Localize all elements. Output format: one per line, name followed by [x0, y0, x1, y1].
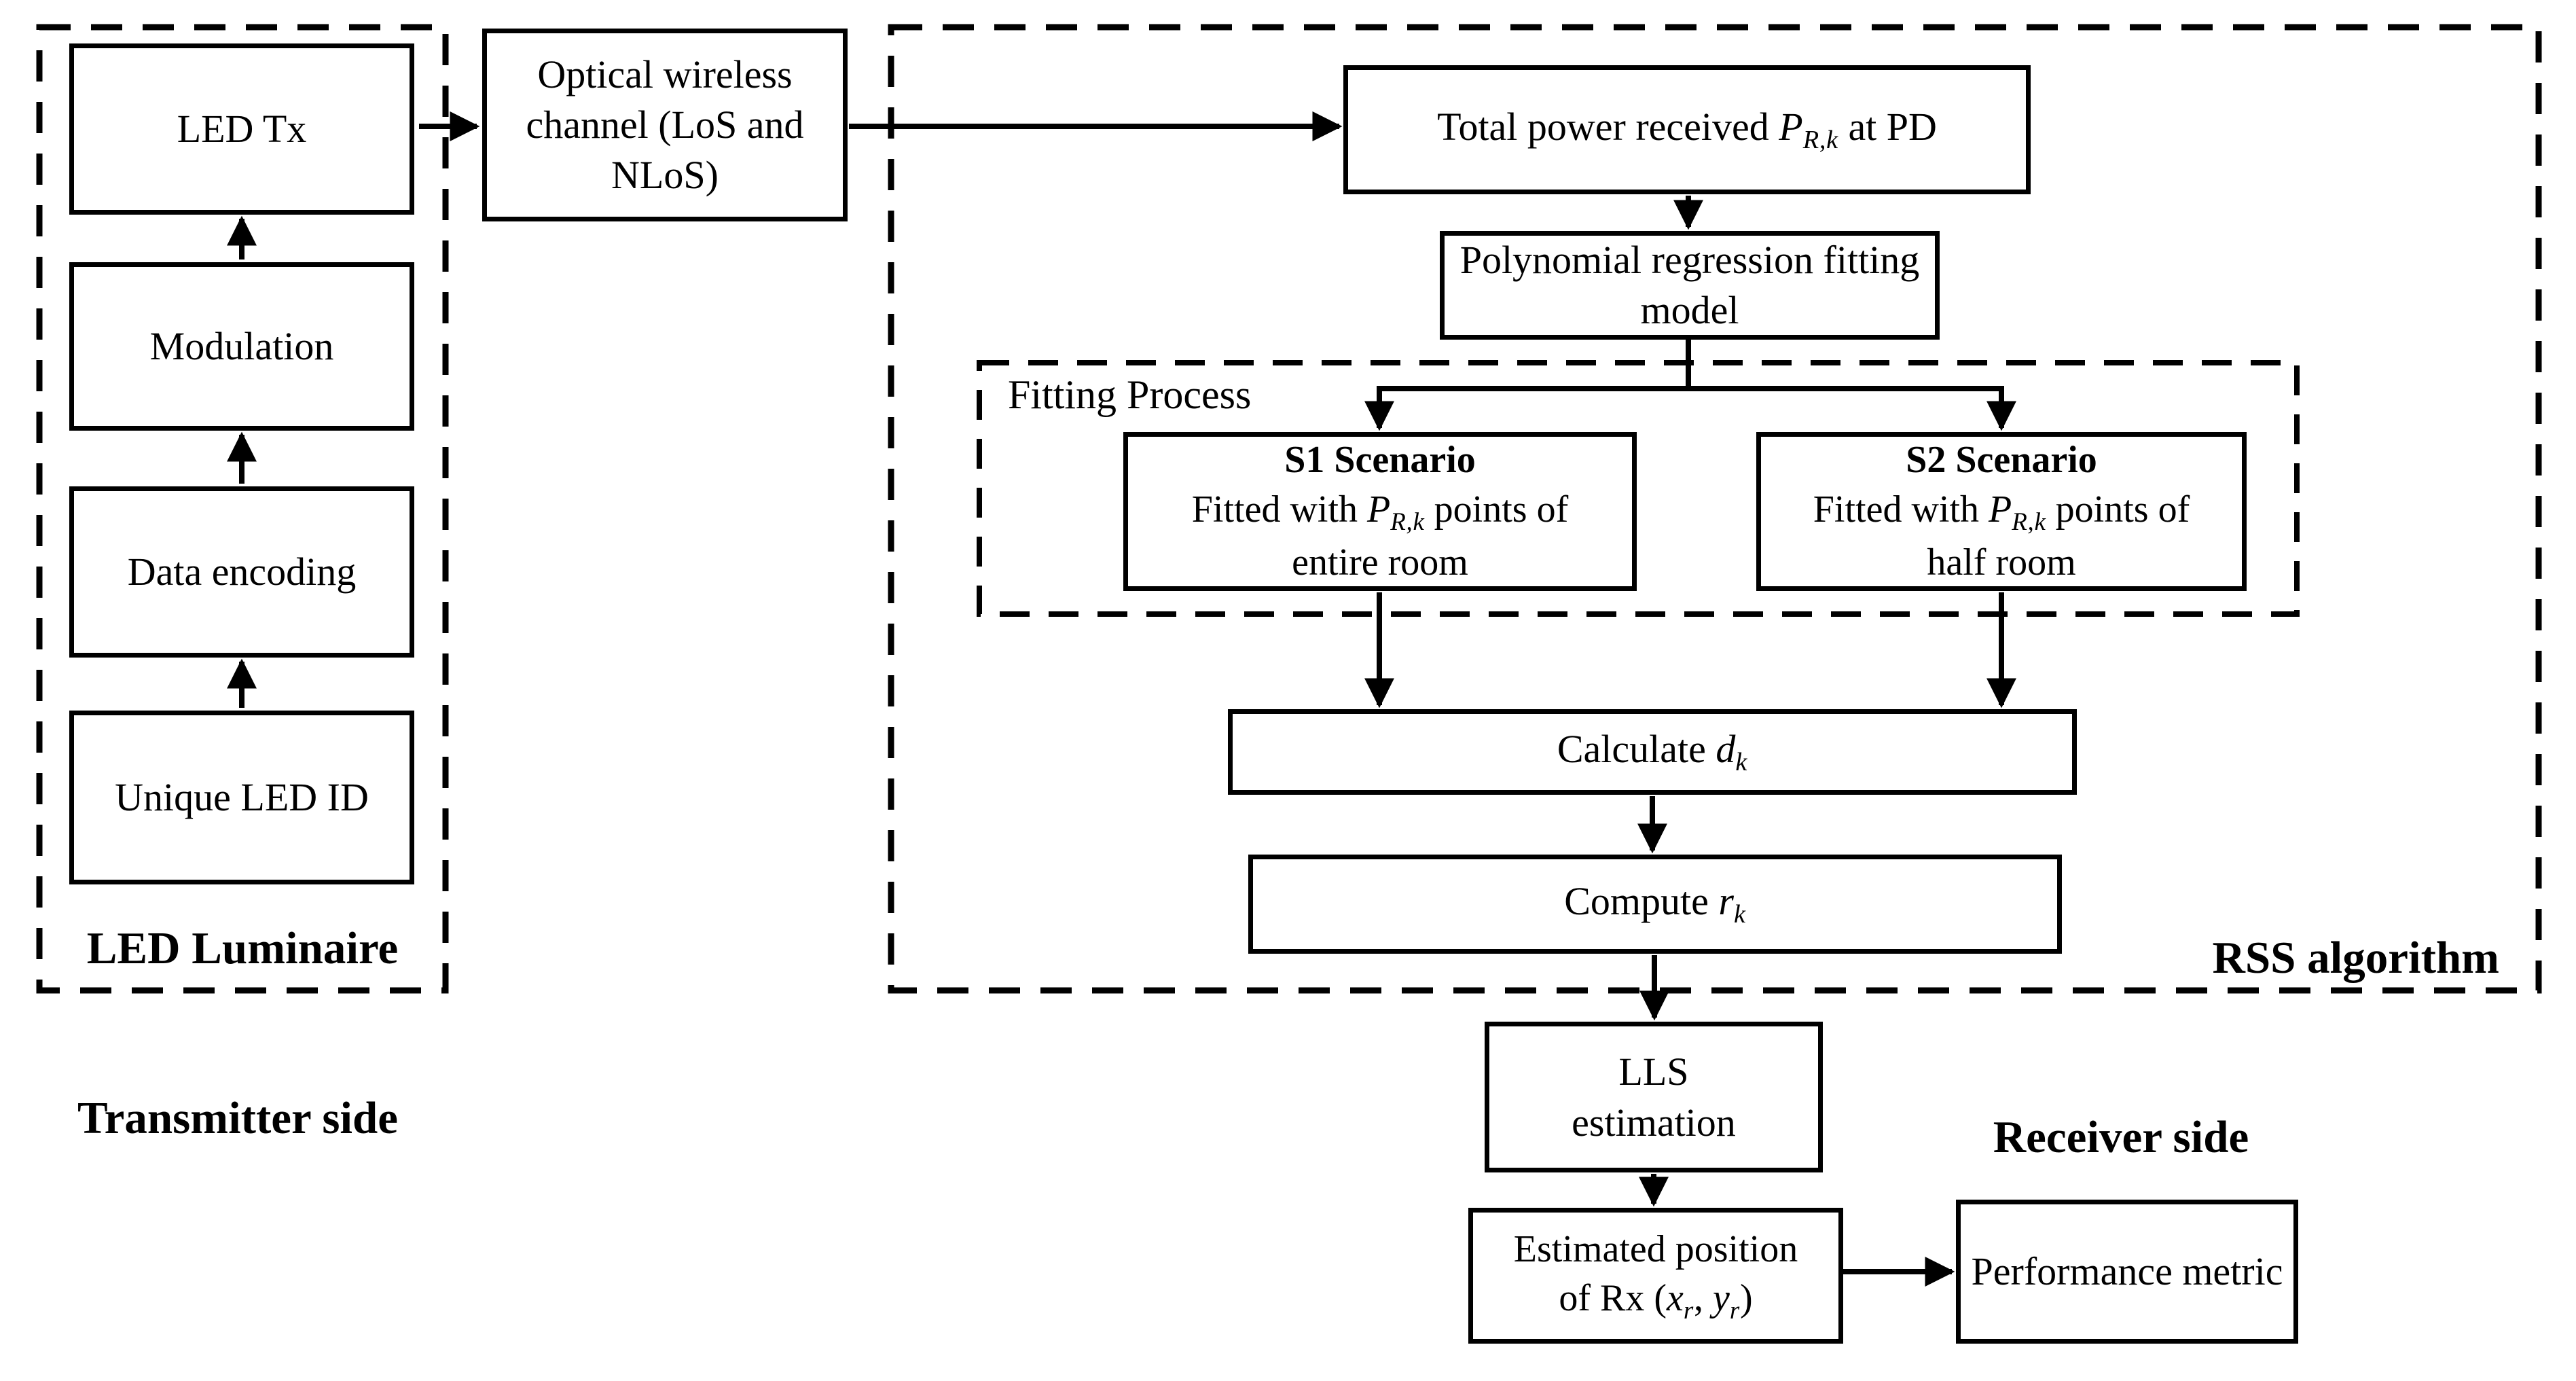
transmitter-side-label: Transmitter side [77, 1093, 399, 1143]
s2-title: S2 Scenario [1906, 439, 2097, 482]
modulation-box: Modulation [69, 262, 414, 431]
lls-estimation-box: LLS estimation [1485, 1022, 1823, 1172]
s2-scenario-box: S2 Scenario Fitted with PR,k points of h… [1756, 432, 2247, 591]
led-tx-box: LED Tx [69, 43, 414, 215]
estimated-position-box: Estimated position of Rx (xr, yr) [1468, 1208, 1843, 1344]
estimated-position-line2: of Rx (xr, yr) [1559, 1277, 1753, 1325]
data-encoding-label: Data encoding [127, 549, 357, 594]
rss-algorithm-group-label: RSS algorithm [2212, 933, 2499, 983]
lls-line1: LLS [1618, 1049, 1689, 1094]
performance-metric-box: Performance metric [1956, 1200, 2298, 1344]
rss-algorithm-dashed-border [888, 24, 2542, 994]
modulation-label: Modulation [149, 323, 334, 368]
compute-rk-box: Compute rk [1248, 855, 2062, 954]
s1-fit-line: Fitted with PR,k points of [1191, 488, 1569, 535]
receiver-side-label: Receiver side [1993, 1112, 2249, 1162]
lls-line2: estimation [1572, 1100, 1736, 1145]
led-tx-label: LED Tx [177, 106, 307, 151]
s2-room-line: half room [1927, 541, 2076, 584]
calculate-dk-box: Calculate dk [1228, 709, 2077, 795]
s1-title: S1 Scenario [1284, 439, 1476, 482]
polynomial-regression-box: Polynomial regression fitting model [1440, 231, 1940, 340]
total-power-box: Total power received PR,k at PD [1343, 65, 2031, 194]
calculate-dk-label: Calculate dk [1557, 727, 1748, 777]
fitting-process-label: Fitting Process [1008, 372, 1252, 417]
estimated-position-line1: Estimated position [1513, 1227, 1798, 1270]
s2-fit-line: Fitted with PR,k points of [1813, 488, 2190, 535]
led-luminaire-dashed-border [36, 24, 449, 994]
optical-channel-label: Optical wireless channel (LoS and NLoS) [526, 52, 804, 198]
performance-metric-label: Performance metric [1971, 1249, 2283, 1294]
fitting-process-dashed-border [977, 360, 2300, 617]
s1-room-line: entire room [1292, 541, 1468, 584]
data-encoding-box: Data encoding [69, 486, 414, 658]
s1-scenario-box: S1 Scenario Fitted with PR,k points of e… [1123, 432, 1637, 591]
total-power-label: Total power received PR,k at PD [1437, 105, 1937, 155]
compute-rk-label: Compute rk [1564, 879, 1746, 929]
unique-led-id-label: Unique LED ID [115, 774, 369, 819]
led-luminaire-group-label: LED Luminaire [86, 923, 399, 973]
unique-led-id-box: Unique LED ID [69, 711, 414, 884]
polynomial-regression-label: Polynomial regression fitting model [1459, 237, 1920, 332]
optical-channel-box: Optical wireless channel (LoS and NLoS) [482, 29, 848, 221]
